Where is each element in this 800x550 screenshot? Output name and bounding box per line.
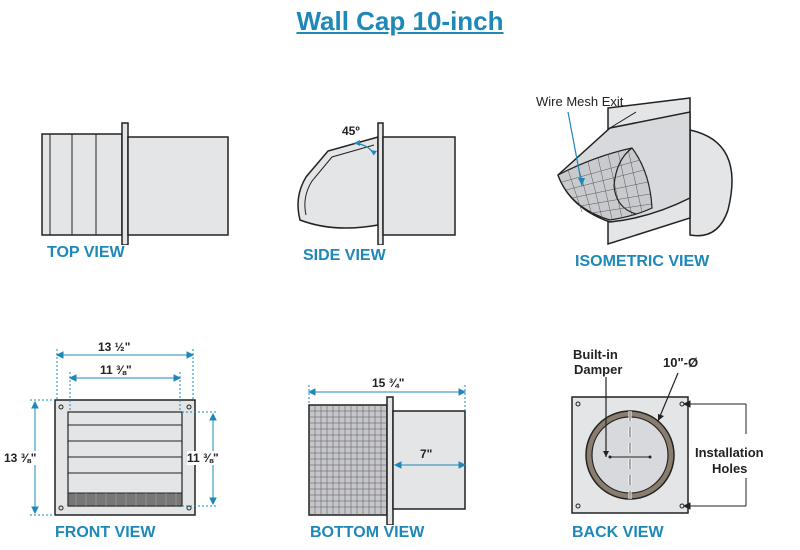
isometric-view-drawing	[557, 97, 733, 246]
front-inner-height-label: 11 ⅜"	[187, 451, 219, 465]
bottom-view-label: BOTTOM VIEW	[310, 524, 425, 541]
top-view-drawing	[41, 122, 229, 245]
installation-holes-line1: Installation	[695, 445, 764, 460]
top-view-label: TOP VIEW	[47, 244, 125, 261]
diameter-label: 10"-Ø	[663, 355, 699, 370]
front-inner-width-label: 11 ⅜"	[100, 363, 132, 377]
installation-holes-line2: Holes	[712, 461, 748, 476]
page-title: Wall Cap 10-inch	[296, 6, 504, 36]
isometric-view-label: ISOMETRIC VIEW	[575, 253, 710, 270]
bottom-mesh-pattern	[309, 405, 387, 515]
front-outer-height-label: 13 ⅜"	[4, 451, 37, 465]
side-view-label: SIDE VIEW	[303, 247, 386, 264]
built-in-label-line1: Built-in	[573, 347, 618, 362]
bottom-view-drawing	[307, 385, 467, 525]
back-view-drawing	[571, 372, 747, 514]
side-view-drawing	[297, 122, 456, 245]
front-view-label: FRONT VIEW	[55, 524, 156, 541]
bottom-length-label: 15 ¾"	[372, 376, 405, 390]
built-in-label-line2: Damper	[574, 362, 623, 377]
front-outer-width-label: 13 ½"	[98, 340, 131, 354]
bottom-duct-label: 7"	[420, 447, 433, 461]
side-angle-label: 45º	[342, 124, 360, 138]
wire-mesh-exit-label: Wire Mesh Exit	[536, 94, 624, 109]
front-view-drawing	[30, 349, 218, 516]
back-view-label: BACK VIEW	[572, 524, 664, 541]
